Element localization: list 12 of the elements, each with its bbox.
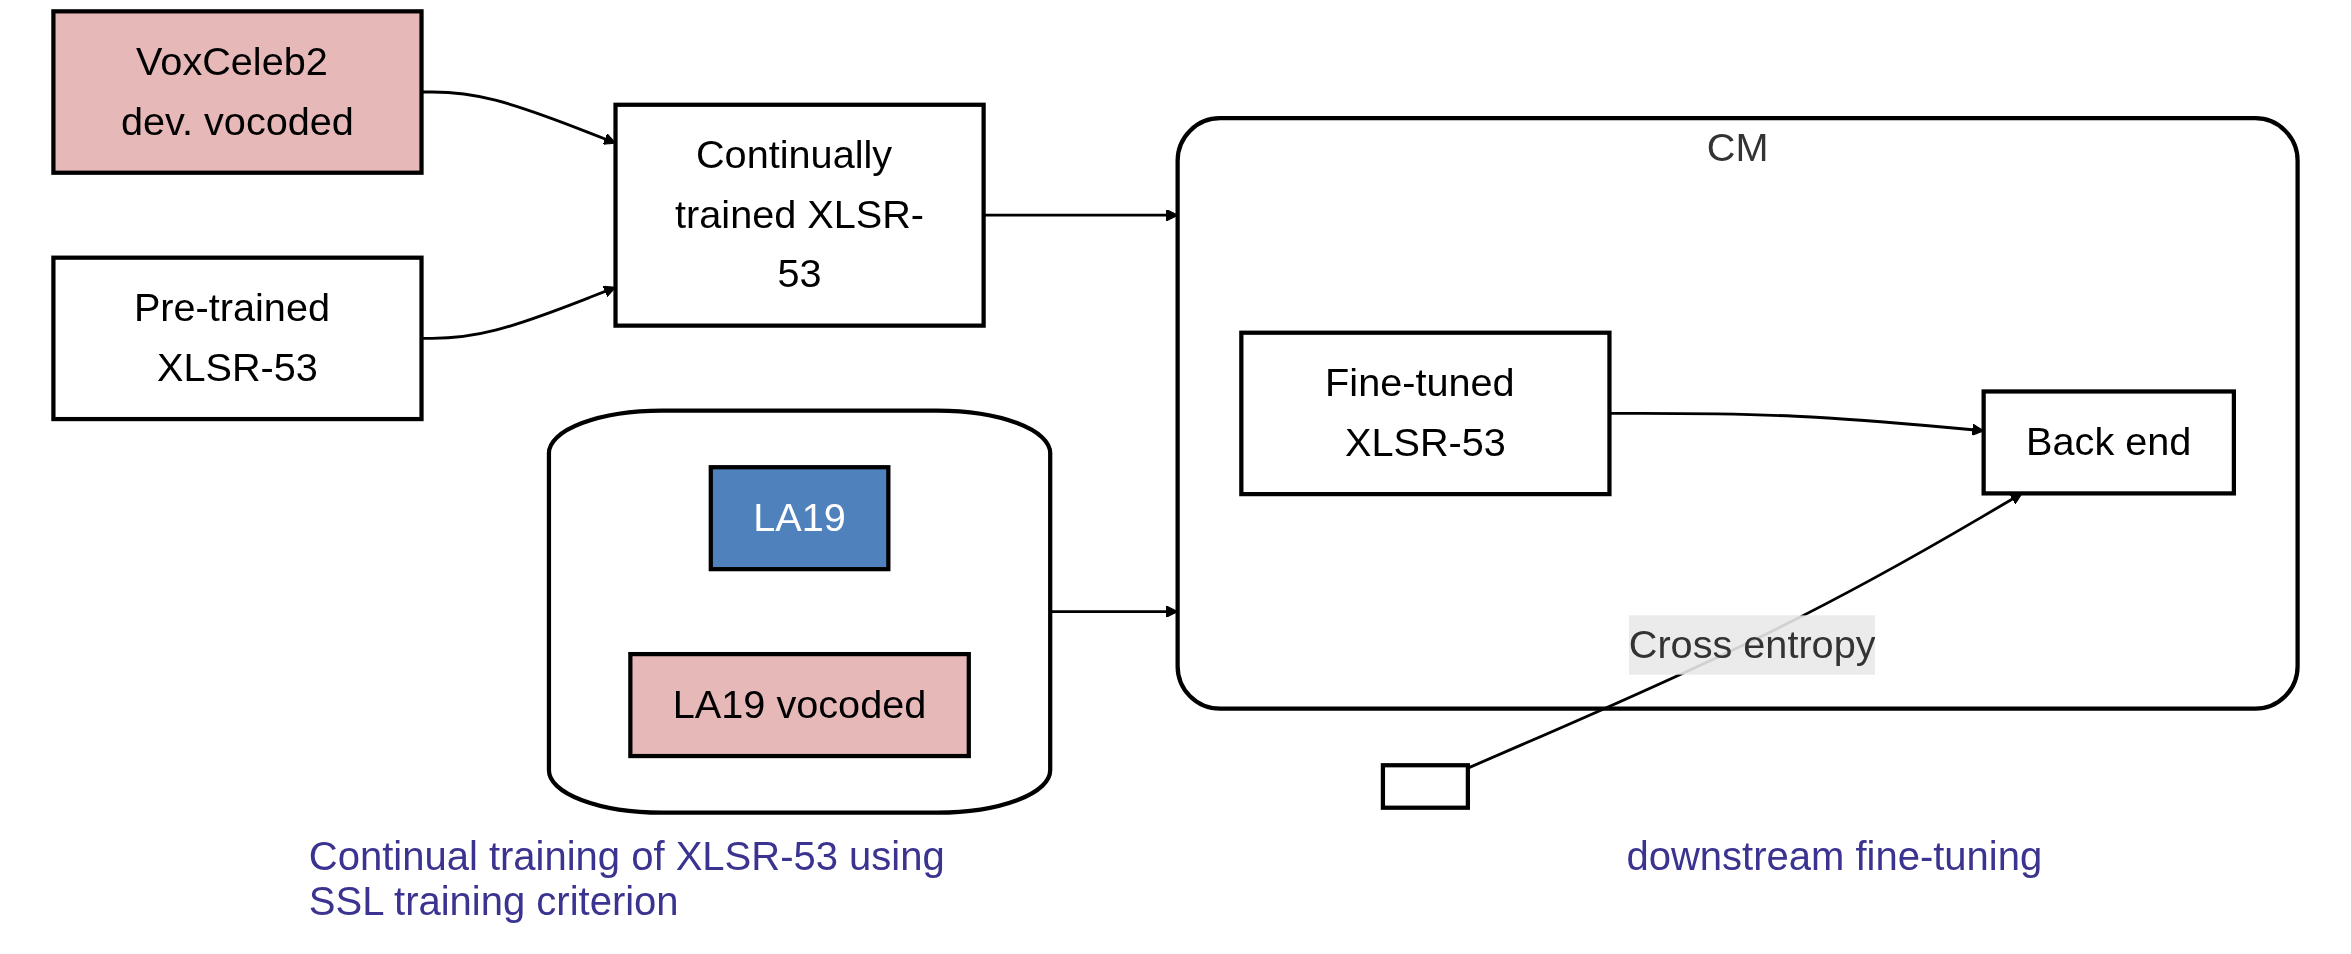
node-box: Fine-tuned XLSR-53 <box>1239 330 1612 497</box>
caption-text: Continual training of XLSR-53 using SSL training criterion <box>308 834 946 924</box>
node-box: LA19 vocoded <box>628 651 971 759</box>
node-box <box>1380 763 1470 810</box>
node-box: Pre-trained XLSR-53 <box>51 255 424 422</box>
cluster <box>546 408 1053 815</box>
node-box: VoxCeleb2 dev. vocoded <box>51 9 424 175</box>
node-box: Back end <box>1981 389 2236 496</box>
edge-label: Cross entropy <box>1628 622 1876 667</box>
caption-text: downstream fine-tuning <box>1626 834 2043 880</box>
node-box: Continually trained XLSR-53 <box>613 102 986 328</box>
node-box: LA19 <box>708 465 891 572</box>
